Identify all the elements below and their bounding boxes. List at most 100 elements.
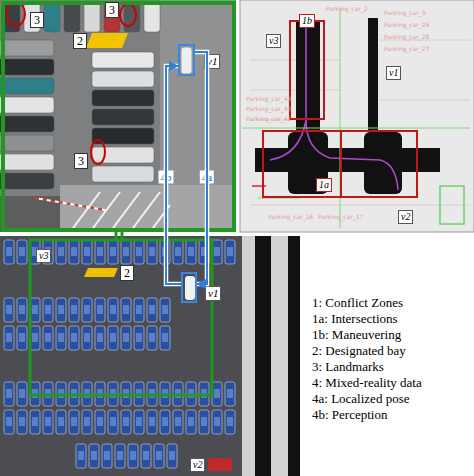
- sim-car-roof: [149, 333, 155, 342]
- sim-pillar: [288, 236, 300, 476]
- sim-car-roof: [136, 417, 142, 426]
- sim-car-roof: [123, 305, 129, 314]
- sim-car-roof: [214, 417, 220, 426]
- sim-car-roof: [117, 451, 123, 460]
- parked-car: [92, 147, 154, 163]
- sim-car-roof: [91, 451, 97, 460]
- sim-designated-bay: [84, 268, 118, 277]
- sim-parked-car: [17, 240, 27, 264]
- map-object-label: Parking_car_5: [384, 10, 426, 16]
- sim-parked-car: [160, 240, 170, 264]
- sim-parked-car: [56, 326, 66, 350]
- sim-car-roof: [227, 247, 233, 256]
- sim-parked-car: [69, 240, 79, 264]
- zone-label: 1b: [299, 14, 315, 28]
- sim-car-roof: [45, 333, 51, 342]
- sim-car-roof: [110, 247, 116, 256]
- sim-parked-car: [43, 298, 53, 322]
- sim-car-roof: [149, 305, 155, 314]
- landmark-ring: [120, 4, 136, 26]
- landmark-ring: [91, 140, 105, 164]
- vehicle-tag: v3: [36, 249, 51, 263]
- vehicle-box: v1: [181, 272, 197, 303]
- sim-parked-car: [160, 298, 170, 322]
- parking-slot: [440, 186, 464, 224]
- sim-parked-car: [121, 326, 131, 350]
- sim-car-roof: [110, 333, 116, 342]
- parked-car: [0, 154, 54, 170]
- sim-car-roof: [58, 247, 64, 256]
- sim-parked-car: [43, 326, 53, 350]
- map-background: [240, 0, 474, 232]
- map-object-label: Parking_car_42: [246, 106, 291, 112]
- zone-divider: [340, 132, 342, 196]
- parked-car: [92, 90, 154, 106]
- simulation-view: [0, 236, 300, 476]
- light-pavement: [60, 185, 236, 232]
- sim-car-roof: [201, 417, 207, 426]
- sim-car-roof: [227, 389, 233, 398]
- sim-car-roof: [110, 417, 116, 426]
- sim-car-roof: [84, 333, 90, 342]
- sim-car-roof: [110, 305, 116, 314]
- sim-car-roof: [175, 417, 181, 426]
- vehicle-tag: v2: [398, 210, 413, 224]
- mapping-frame: [30, 240, 212, 395]
- parked-car: [44, 2, 60, 32]
- sim-parked-car: [4, 326, 14, 350]
- map-object-label: Parking_car_27: [384, 46, 429, 52]
- sim-parked-car: [147, 326, 157, 350]
- parked-car: [92, 109, 154, 125]
- map-object-label: Parking_car_2: [326, 6, 368, 12]
- map-object-label: Parking_car_29: [384, 22, 429, 28]
- parked-car: [0, 59, 54, 75]
- sim-car-roof: [136, 305, 142, 314]
- landmark-ring: [7, 2, 25, 26]
- sim-car-roof: [84, 305, 90, 314]
- sim-car-roof: [6, 333, 12, 342]
- sim-car-roof: [130, 451, 136, 460]
- sim-car-roof: [188, 247, 194, 256]
- sim-parked-car: [82, 298, 92, 322]
- sim-parked-car: [82, 240, 92, 264]
- sim-parked-car: [167, 444, 177, 468]
- sim-parked-car: [82, 326, 92, 350]
- sim-parked-car: [134, 410, 144, 434]
- parked-car: [92, 52, 154, 68]
- legend-entry: 1: Conflict Zones: [312, 296, 403, 309]
- sim-parked-car: [173, 410, 183, 434]
- sim-parked-car: [121, 240, 131, 264]
- vehicle-tag: v3: [266, 34, 281, 48]
- sim-parked-car: [17, 298, 27, 322]
- legend-entry: 3: Landmarks: [312, 360, 384, 373]
- sim-car-roof: [19, 247, 25, 256]
- sim-car-roof: [162, 247, 168, 256]
- sim-parked-car: [147, 240, 157, 264]
- sim-parked-car: [56, 240, 66, 264]
- sim-car-roof: [58, 333, 64, 342]
- sim-parked-car: [121, 410, 131, 434]
- parked-car: [92, 71, 154, 87]
- sim-parked-car: [82, 410, 92, 434]
- sim-parked-car: [69, 326, 79, 350]
- designated-bay: [86, 33, 128, 48]
- sim-car-roof: [6, 305, 12, 314]
- parked-car: [84, 2, 100, 32]
- sim-parked-car: [76, 444, 86, 468]
- barrier-tape: [35, 198, 105, 210]
- map-object-label: Parking_car_16: [268, 214, 313, 220]
- sim-wall: [242, 236, 300, 476]
- legend-entry: 1a: Intersections: [312, 312, 398, 325]
- parked-cars: [0, 2, 160, 189]
- connector-halo: [166, 66, 181, 284]
- road: [368, 18, 378, 130]
- legend-entry: 4a: Localized pose: [312, 392, 409, 405]
- sim-pillar: [255, 236, 271, 476]
- vehicle-box: v1: [178, 44, 195, 76]
- sim-car-roof: [188, 417, 194, 426]
- callout-number: 2: [120, 265, 134, 281]
- sim-parked-car: [89, 444, 99, 468]
- vehicle-tag: v2: [190, 458, 205, 472]
- sim-car-roof: [58, 417, 64, 426]
